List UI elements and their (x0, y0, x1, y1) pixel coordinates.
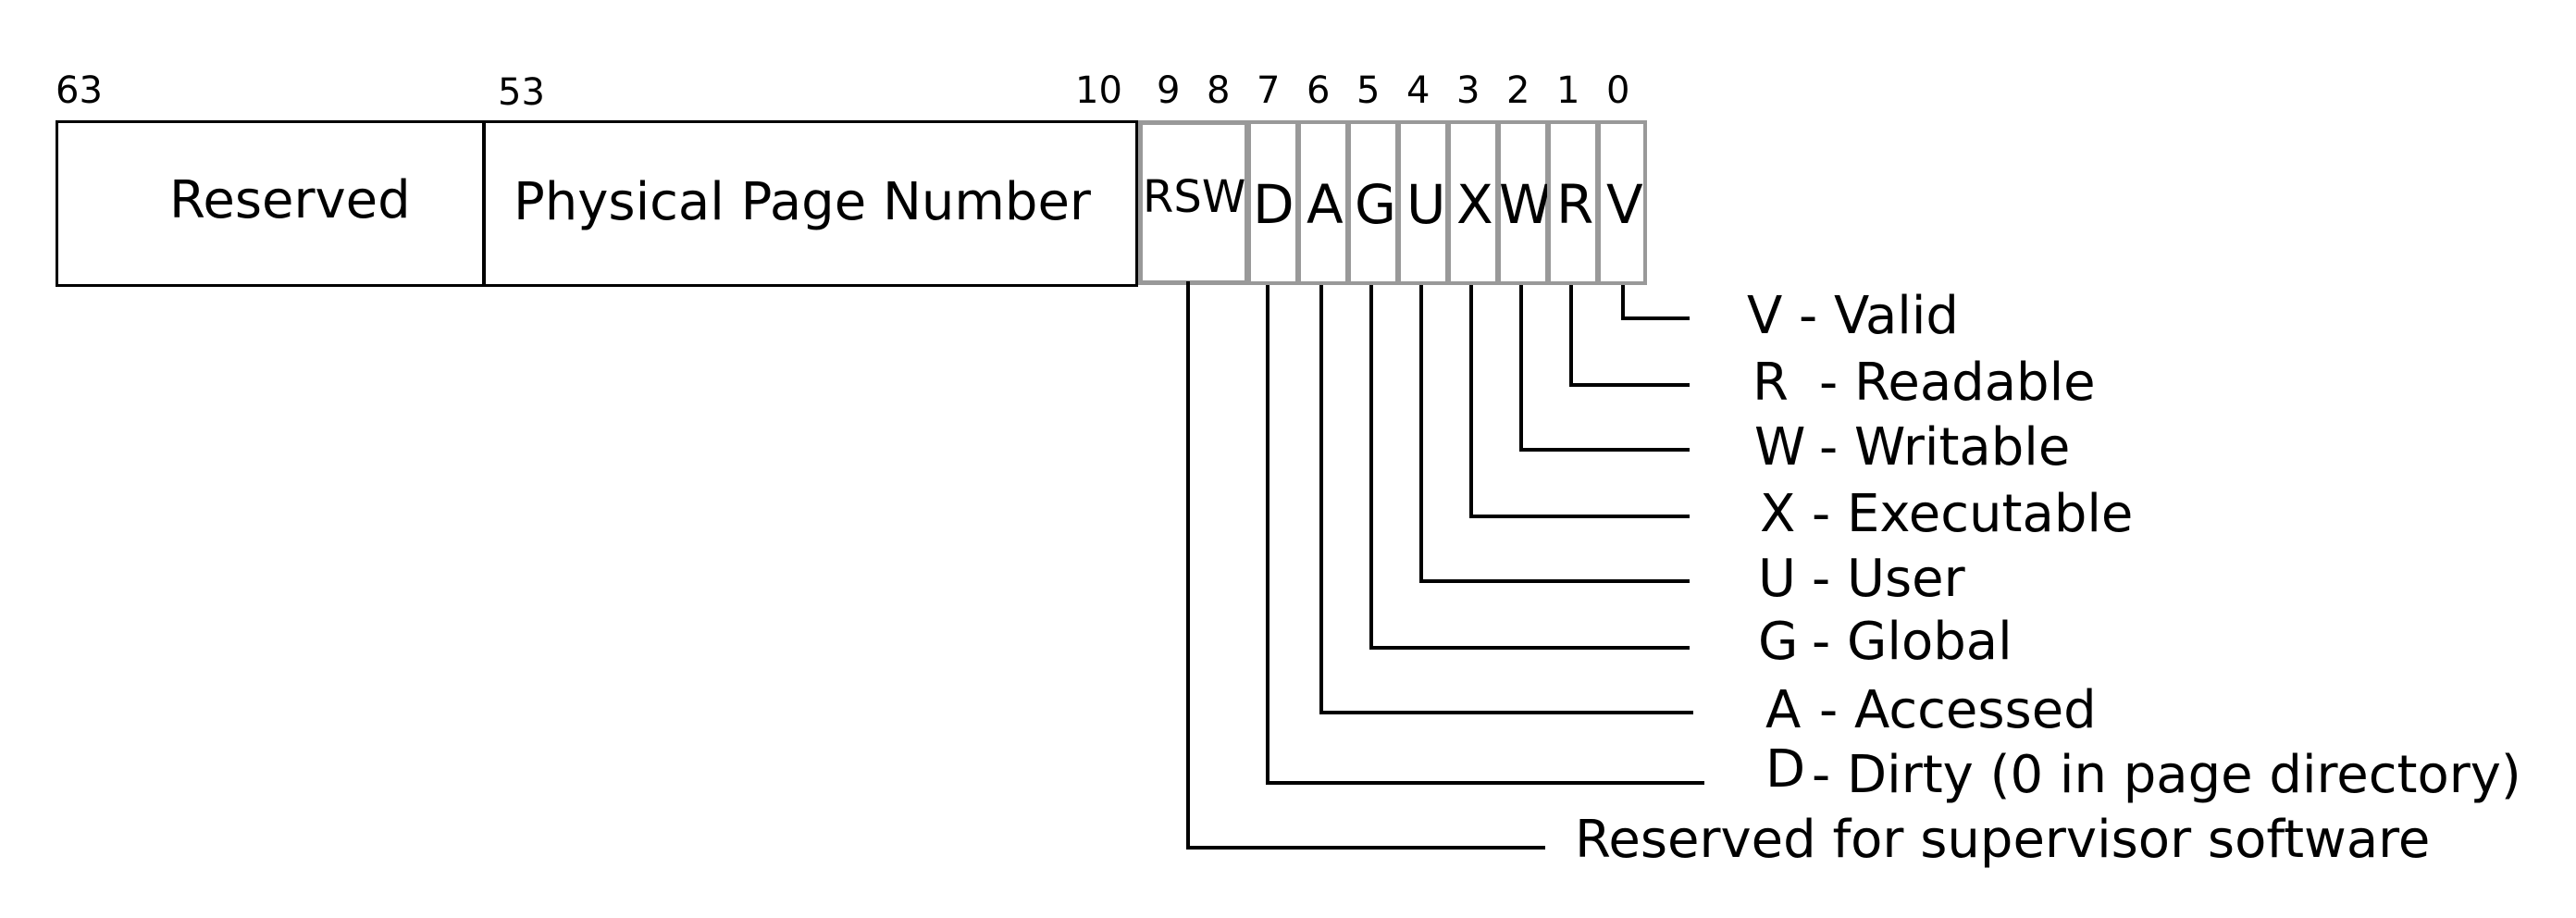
leader-r-vertical (1569, 285, 1573, 387)
leader-d-vertical (1266, 285, 1269, 785)
bit-2-label: 2 (1506, 69, 1530, 112)
reserved-field-label: Reserved (169, 170, 411, 230)
readable-bit-label: R (1556, 173, 1594, 236)
bit-6-label: 6 (1307, 69, 1331, 112)
physical-page-number-field: Physical Page Number (483, 120, 1138, 287)
bit-8-label: 8 (1207, 69, 1231, 112)
legend-text-user: - User (1812, 549, 1965, 609)
leader-x-vertical (1469, 285, 1473, 518)
legend-text-accessed: - Accessed (1819, 680, 2097, 740)
dirty-bit-label: D (1253, 173, 1294, 236)
leader-u-horizontal (1419, 579, 1690, 583)
bit-5-label: 5 (1356, 69, 1381, 112)
executable-bit-label: X (1456, 173, 1493, 236)
writable-bit-field: W (1497, 120, 1553, 285)
bit-1-label: 1 (1556, 69, 1580, 112)
user-bit-field: U (1397, 120, 1449, 285)
bit-10-label: 10 (1075, 69, 1122, 112)
accessed-bit-label: A (1307, 173, 1344, 236)
legend-text-executable: - Executable (1812, 484, 2134, 544)
legend-key-r: R (1752, 353, 1789, 413)
legend-text-global: - Global (1812, 612, 2012, 672)
leader-g-horizontal (1369, 646, 1690, 650)
dirty-bit-field: D (1247, 120, 1299, 285)
writable-bit-label: W (1499, 173, 1553, 236)
bit-0-label: 0 (1606, 69, 1630, 112)
global-bit-field: G (1347, 120, 1399, 285)
readable-bit-field: R (1547, 120, 1599, 285)
leader-r-horizontal (1569, 383, 1690, 387)
leader-w-horizontal (1519, 448, 1690, 452)
leader-v-horizontal (1621, 316, 1690, 320)
rsw-field-label: RSW (1143, 171, 1246, 223)
leader-a-horizontal (1319, 711, 1693, 714)
leader-d-horizontal (1266, 781, 1704, 785)
bit-53-label: 53 (498, 71, 545, 114)
legend-text-valid: - Valid (1799, 286, 1959, 346)
legend-key-w: W (1754, 417, 1806, 478)
accessed-bit-field: A (1297, 120, 1349, 285)
legend-key-g: G (1758, 612, 1799, 672)
leader-rsw-horizontal (1186, 846, 1545, 850)
leader-u-vertical (1419, 285, 1423, 583)
leader-x-horizontal (1469, 515, 1690, 518)
rsw-description: Reserved for supervisor software (1575, 810, 2431, 870)
leader-a-vertical (1319, 285, 1323, 714)
bit-63-label: 63 (56, 69, 103, 112)
legend-text-writable: - Writable (1819, 417, 2071, 478)
legend-key-a: A (1765, 680, 1802, 740)
valid-bit-label: V (1606, 173, 1643, 236)
legend-text-readable: - Readable (1819, 353, 2096, 413)
valid-bit-field: V (1597, 120, 1647, 285)
leader-rsw-vertical (1186, 281, 1190, 850)
legend-key-x: X (1760, 484, 1796, 544)
global-bit-label: G (1355, 173, 1396, 236)
legend-key-d: D (1765, 739, 1806, 800)
legend-text-dirty: - Dirty (0 in page directory) (1812, 745, 2521, 805)
bit-3-label: 3 (1456, 69, 1480, 112)
user-bit-label: U (1406, 173, 1446, 236)
legend-key-u: U (1758, 549, 1796, 609)
bit-9-label: 9 (1157, 69, 1181, 112)
bit-4-label: 4 (1406, 69, 1430, 112)
executable-bit-field: X (1447, 120, 1499, 285)
reserved-field: Reserved (56, 120, 485, 287)
rsw-field: RSW (1138, 120, 1249, 285)
legend-key-v: V (1747, 286, 1783, 346)
leader-v-vertical (1621, 285, 1625, 320)
leader-w-vertical (1519, 285, 1523, 452)
bit-7-label: 7 (1257, 69, 1281, 112)
leader-g-vertical (1369, 285, 1373, 650)
physical-page-number-label: Physical Page Number (514, 172, 1091, 232)
